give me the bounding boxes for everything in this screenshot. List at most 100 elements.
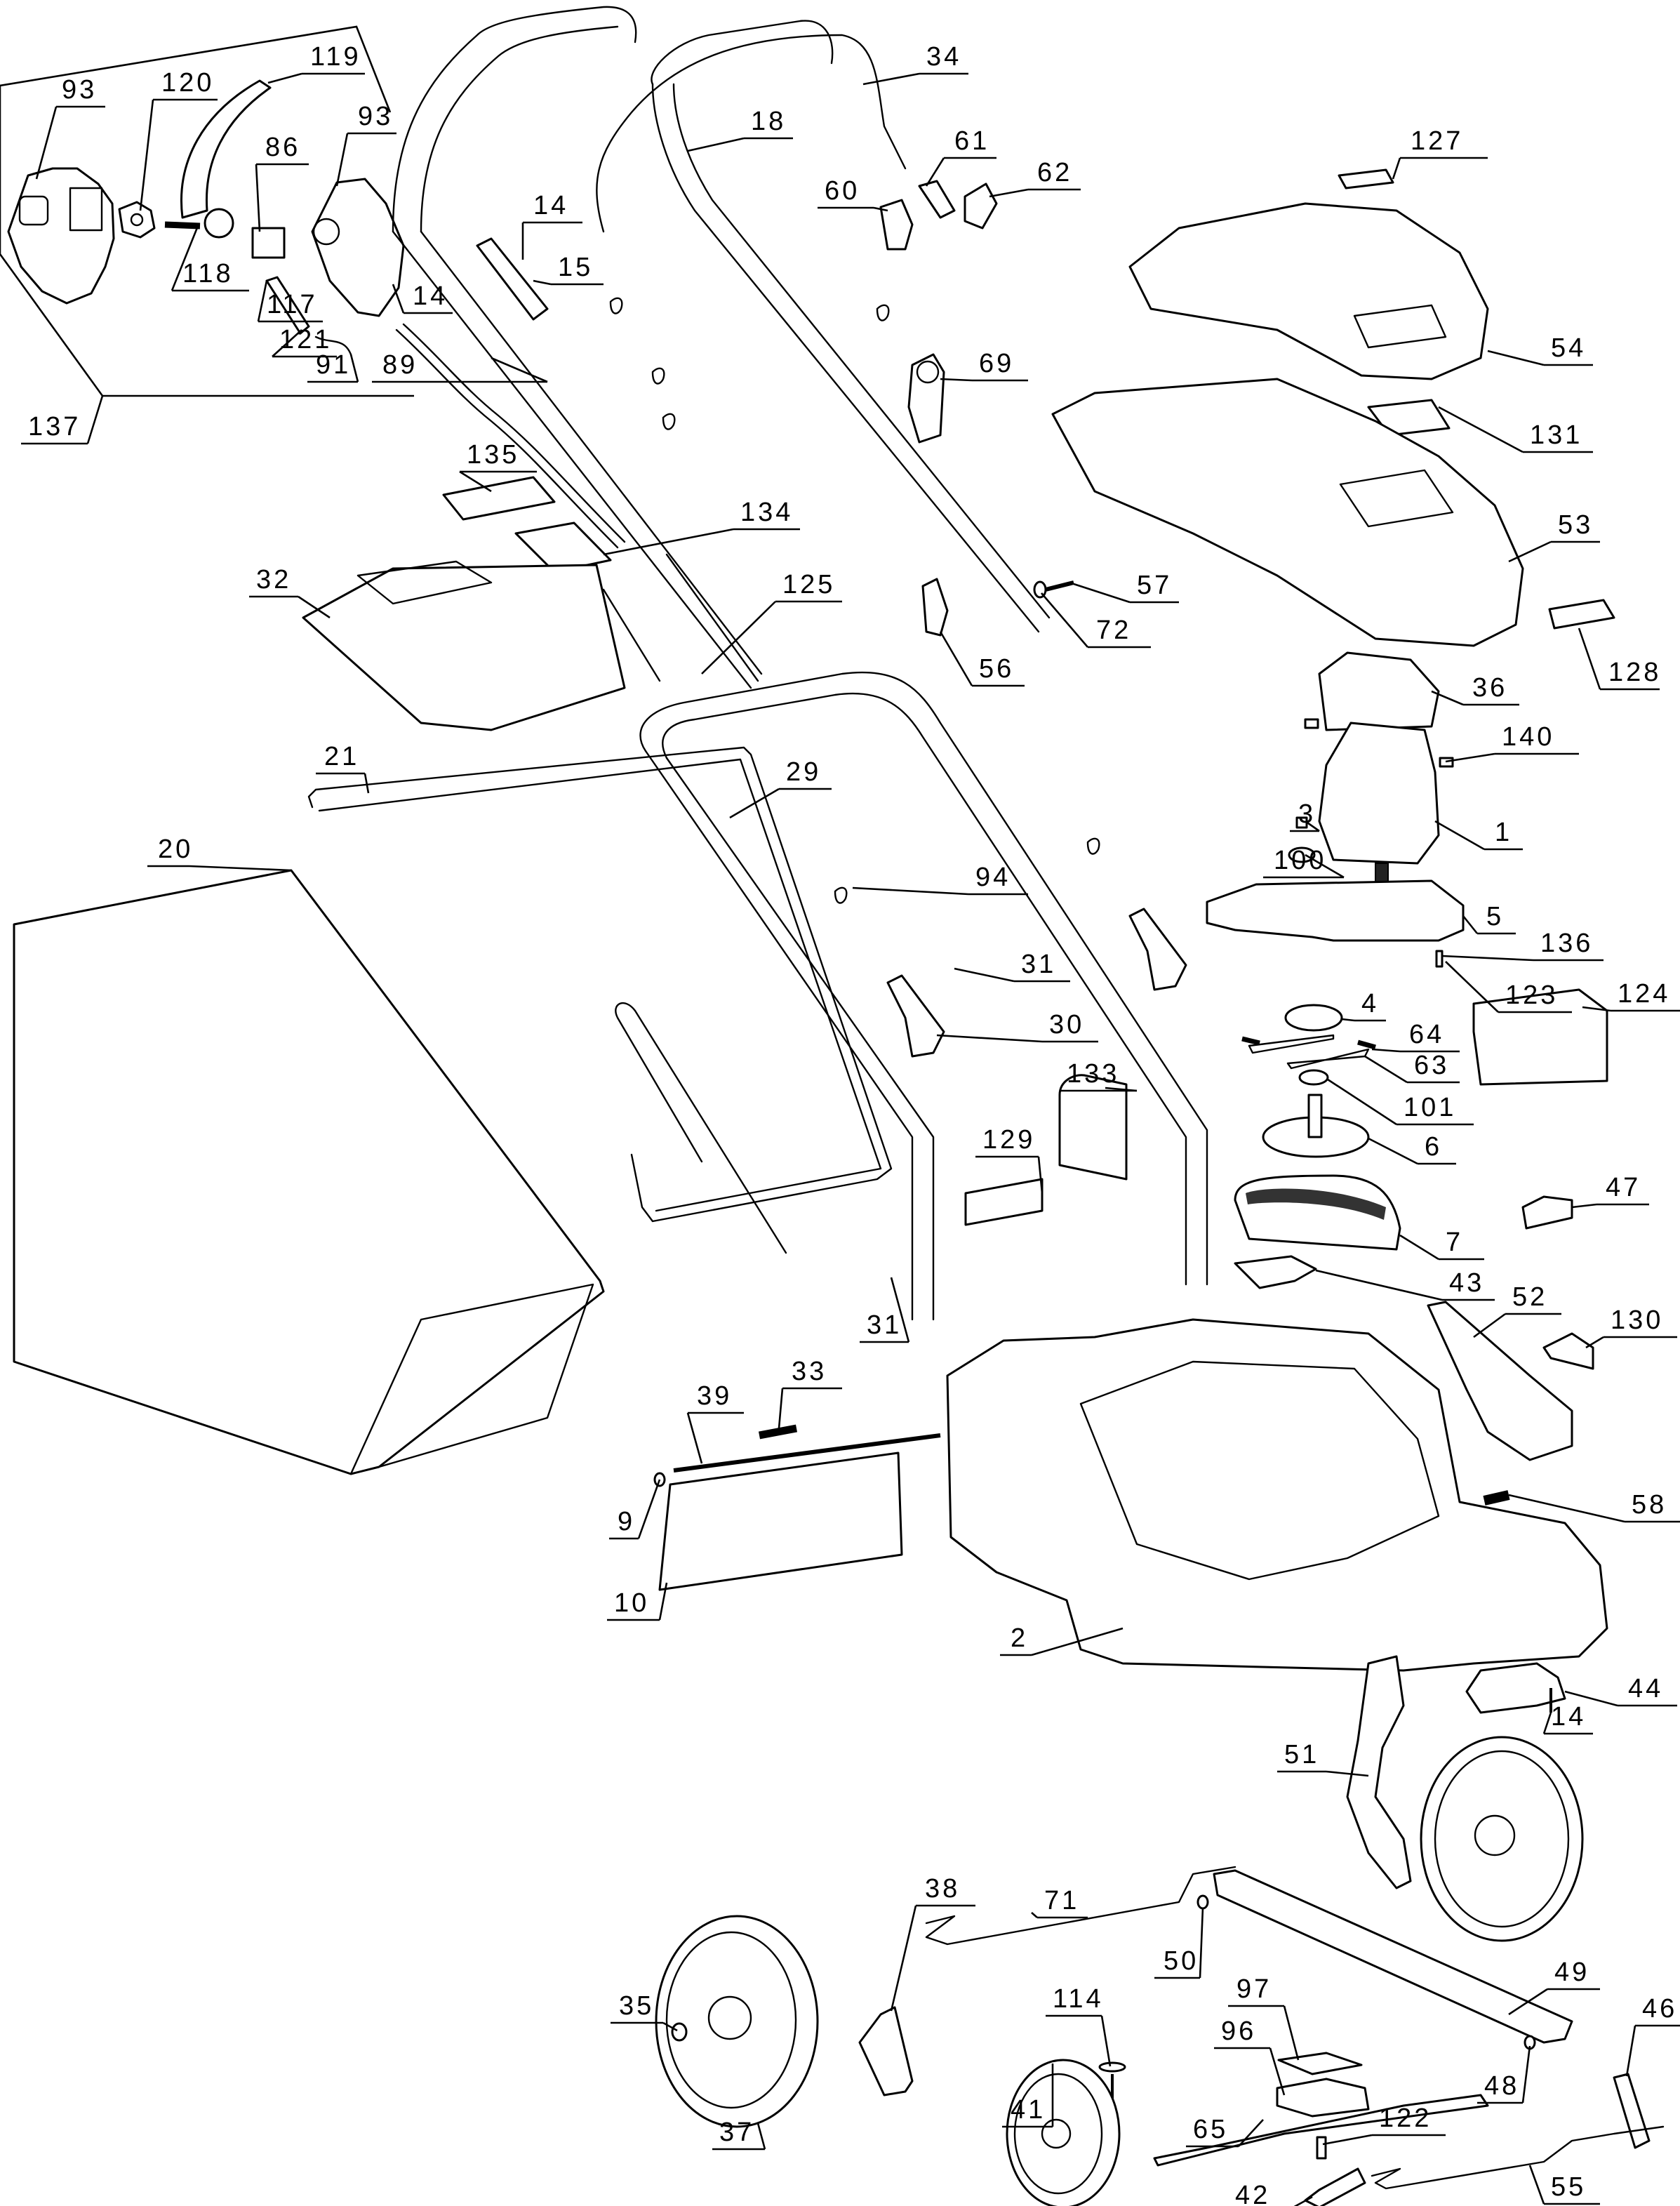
callout-leader-line [1441,955,1534,962]
callout-6: 6 [1368,1132,1456,1165]
callout-leader-line [687,137,745,152]
callout-label: 97 [1236,1974,1272,2004]
callout-label: 57 [1137,571,1172,600]
callout-leader-line [939,631,973,686]
callout-leader-line [171,225,199,291]
callout-label: 1 [1495,818,1512,847]
rear-flap-10 [658,1451,903,1591]
bolt-57 [1045,580,1074,592]
handle-grip-125-b [665,553,759,682]
callout-35: 35 [611,1991,678,2032]
callout-leader-line [603,528,734,556]
callout-label: 123 [1505,981,1558,1010]
callout-label: 49 [1554,1958,1589,1987]
callout-leader-line [255,164,261,232]
callout-label: 63 [1414,1051,1449,1080]
callout-label: 4 [1361,989,1379,1018]
grass-bag [13,869,605,1475]
callout-label: 131 [1530,420,1582,450]
bail-lever [180,79,272,219]
callout-label: 7 [1446,1228,1463,1257]
callout-89: 89 [372,350,548,383]
callout-leader-line [298,595,331,619]
callout-41: 41 [1002,2064,1054,2128]
callout-114: 114 [1046,1984,1112,2067]
brake-drum [1284,1004,1343,1032]
callout-20: 20 [147,835,292,872]
callout-50: 50 [1154,1907,1204,1979]
callout-57: 57 [1073,571,1179,604]
callout-leader-line [1105,1087,1138,1092]
handle-knob-56 [921,578,949,637]
callout-96: 96 [1214,2016,1286,2096]
callout-62: 62 [989,158,1081,198]
rear-wheel-inner [665,1931,797,2109]
upper-handle-left-arm [392,230,752,689]
callout-label: 124 [1618,979,1670,1009]
bearing-101 [1298,1069,1329,1086]
callout-label: 37 [719,2118,754,2147]
callout-label: 53 [1558,510,1593,540]
motor-cover [1051,378,1524,647]
callout-label: 69 [979,349,1014,378]
callout-130: 130 [1585,1305,1677,1349]
callout-97: 97 [1228,1974,1300,2061]
lower-handle [639,671,1208,1286]
callout-leader-line [729,788,780,819]
callout-label: 9 [618,1507,635,1536]
grass-bag-frame [349,1283,594,1475]
callout-label: 33 [792,1357,827,1386]
callout-leader-line [1199,1907,1204,1979]
cover-right-boss [312,218,340,246]
bushing-50 [1196,1894,1209,1910]
callout-leader-line [852,886,969,896]
callout-label: 93 [358,102,393,131]
callout-47: 47 [1571,1173,1649,1209]
switch-cover-window [18,195,49,226]
callout-leader-line [1031,1627,1124,1656]
callout-leader-line [701,601,776,675]
switch-button-hole [130,213,144,227]
switch-button [118,201,156,239]
callout-100: 100 [1263,846,1345,879]
callout-leader-line [936,1034,1043,1043]
callout-label: 61 [954,126,989,156]
callout-18: 18 [687,107,793,152]
spring-58 [1483,1490,1510,1506]
callout-leader-line [189,865,292,872]
cable-connector-61 [918,180,956,219]
switch-assembly-bracket-lower [0,86,414,397]
bearing-100 [1288,846,1316,863]
callout-31-b: 31 [860,1277,910,1343]
callout-leader-line [637,1479,661,1539]
callout-5: 5 [1462,902,1516,935]
front-wheel-inner [1013,2073,1103,2195]
brake-shoe-b [1286,1048,1370,1070]
callout-127: 127 [1392,126,1488,180]
callout-121: 121 [272,325,337,358]
height-adjust-button-43 [1234,1255,1317,1289]
label-135 [442,476,556,521]
spring-118 [164,221,201,230]
callout-leader-line [1508,540,1552,563]
label-127 [1338,168,1394,190]
callout-leader-line [1473,1313,1506,1338]
callout-leader-line [662,2021,678,2032]
upper-handle-right [651,20,834,86]
callout-9: 9 [609,1479,661,1540]
callout-leader-line [335,133,349,187]
callout-label: 93 [62,75,97,105]
callout-leader-line [392,284,405,314]
label-134 [514,521,612,573]
callout-15: 15 [533,253,604,286]
rear-right-wheel [1420,1736,1584,1942]
callout-label: 29 [786,757,821,787]
callout-65: 65 [1186,2115,1264,2148]
height-adjust-lever [1346,1655,1412,1889]
callout-label: 32 [256,565,291,594]
cord-hook-69 [907,353,945,444]
upper-handle-right-arm [651,83,1040,633]
callout-3: 3 [1290,799,1320,832]
